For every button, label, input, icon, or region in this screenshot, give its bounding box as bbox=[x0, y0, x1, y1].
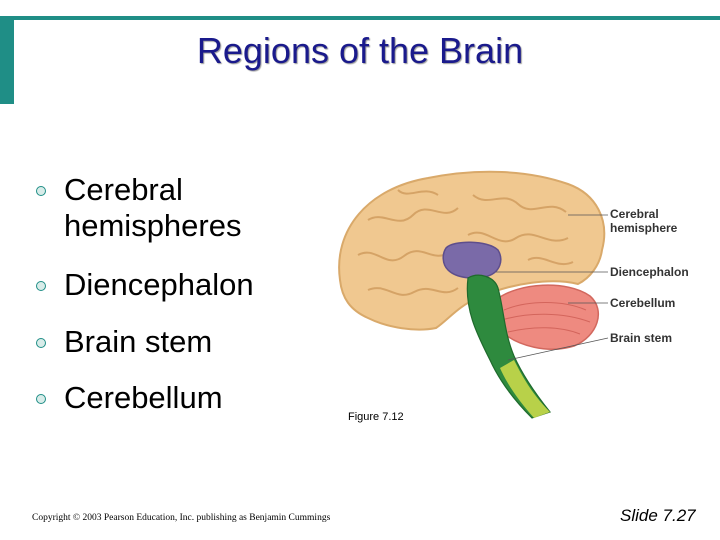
brainstem-shape bbox=[466, 274, 552, 419]
bullet-text: Brain stem bbox=[64, 324, 213, 359]
bullet-text: Cerebellum bbox=[64, 380, 223, 415]
bullet-text: Diencephalon bbox=[64, 267, 254, 302]
copyright-text: Copyright © 2003 Pearson Education, Inc.… bbox=[32, 513, 331, 523]
bullet-text: hemispheres bbox=[64, 208, 242, 243]
top-accent-bar bbox=[0, 16, 720, 20]
bullet-icon bbox=[36, 186, 46, 196]
spinal-cord-shape bbox=[500, 360, 550, 418]
label-cerebral-line1: Cerebral bbox=[610, 207, 659, 221]
figure-caption: Figure 7.12 bbox=[348, 411, 404, 423]
bullet-icon bbox=[36, 338, 46, 348]
slide-title: Regions of the Brain bbox=[196, 30, 524, 71]
left-accent-bar bbox=[0, 16, 14, 104]
bullet-icon bbox=[36, 394, 46, 404]
bullet-icon bbox=[36, 281, 46, 291]
leader-lines bbox=[496, 214, 609, 361]
cerebrum-folds bbox=[357, 189, 574, 296]
label-brain-stem: Brain stem bbox=[610, 331, 672, 345]
label-cerebellum: Cerebellum bbox=[610, 296, 675, 310]
label-diencephalon: Diencephalon bbox=[610, 265, 689, 279]
bullet-text: Cerebral bbox=[64, 172, 183, 207]
slide-number: Slide 7.27 bbox=[620, 506, 696, 525]
cerebellum-folds bbox=[501, 302, 591, 335]
diencephalon-shape bbox=[442, 241, 502, 279]
label-cerebral-line2: hemisphere bbox=[610, 221, 678, 235]
brain-illustration: Cerebral hemisphere Diencephalon Cerebel… bbox=[338, 170, 689, 419]
